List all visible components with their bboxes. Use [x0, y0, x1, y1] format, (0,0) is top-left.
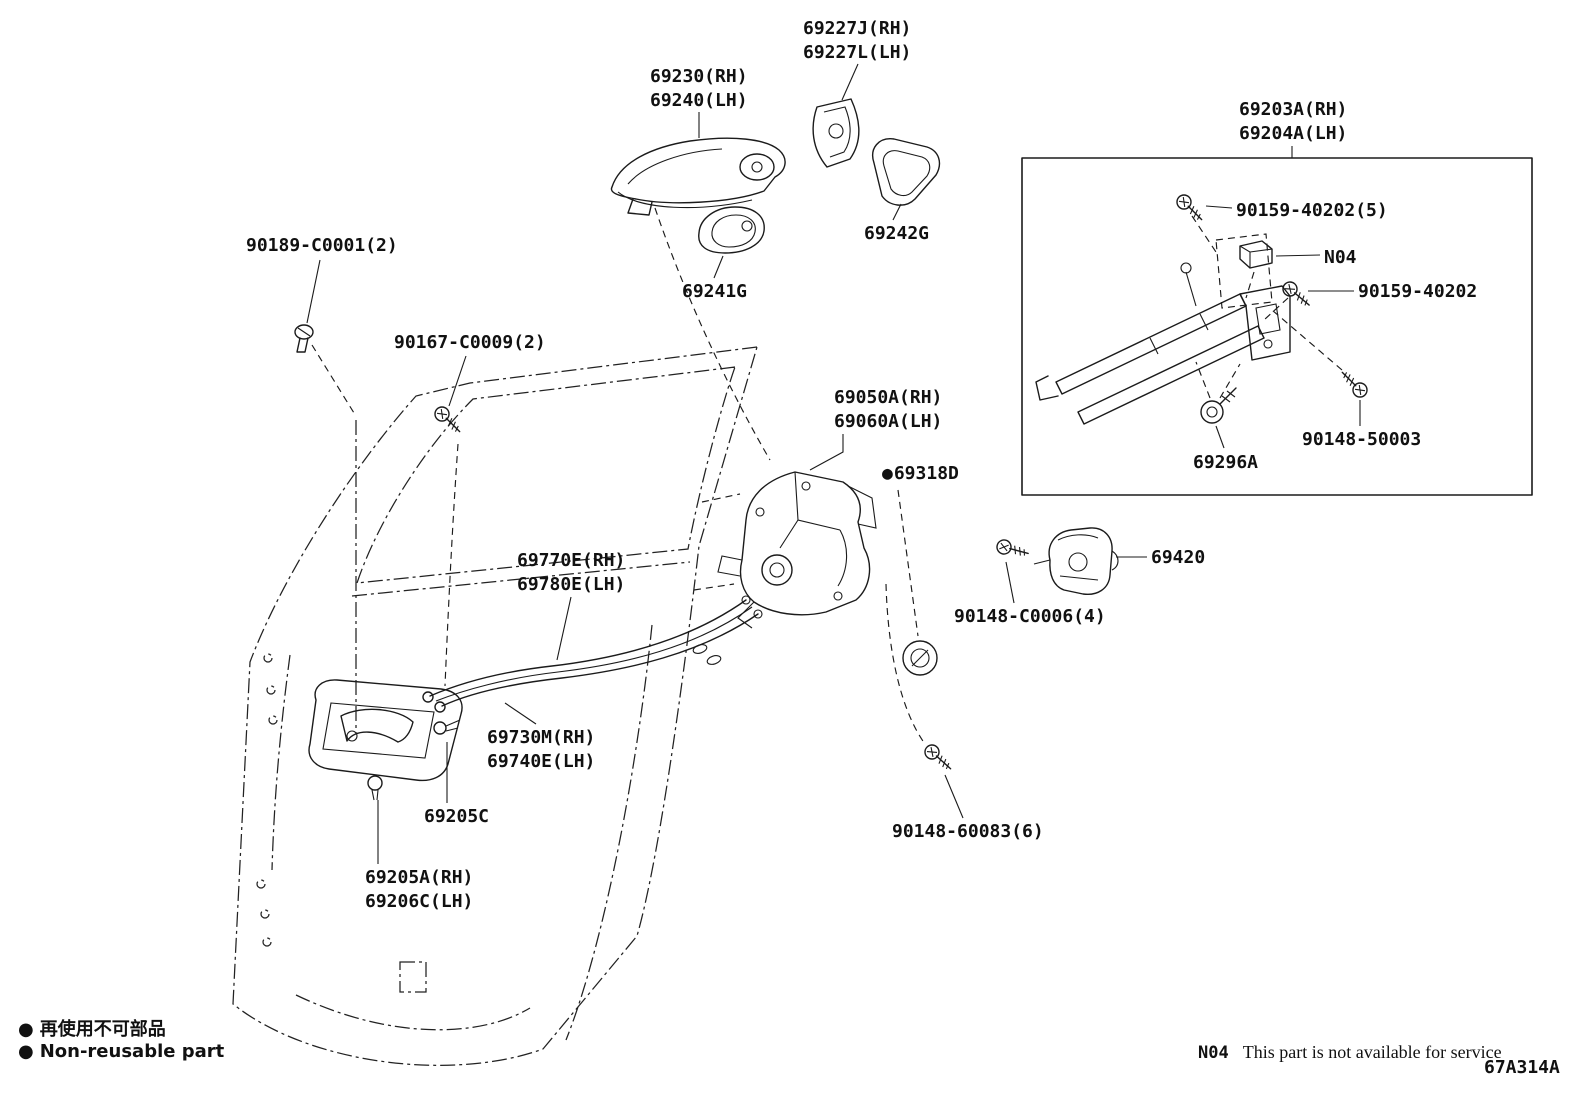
- part-label-69060a: 69060A(LH): [834, 411, 943, 432]
- part-label-69206c: 69206C(LH): [365, 891, 474, 912]
- part-label-90189-c0001: 90189-C0001(2): [246, 235, 398, 256]
- door-check-69420-art: [994, 528, 1118, 594]
- screw-60083-art: [886, 584, 956, 775]
- part-label-90167-c0009: 90167-C0009(2): [394, 332, 546, 353]
- figure-code: 67A314A: [1484, 1057, 1560, 1078]
- handle-cover-69241-art: [699, 207, 764, 253]
- handle-gasket-69242-art: [873, 139, 940, 205]
- part-label-69204a: 69204A(LH): [1239, 123, 1348, 144]
- part-label-69240: 69240(LH): [650, 90, 748, 111]
- service-note-code: N04: [1198, 1043, 1229, 1063]
- part-label-69318d-text: 69318D: [893, 463, 959, 484]
- door-outline-art: [233, 208, 770, 1065]
- part-label-69203a: 69203A(RH): [1239, 99, 1348, 120]
- clip-90189-art: [295, 325, 356, 734]
- legend-row-en: ●Non-reusable part: [18, 1041, 224, 1062]
- lock-cables-art: [423, 596, 762, 712]
- part-label-69318d: ●69318D: [882, 462, 959, 486]
- part-label-90159-40202-5: 90159-40202(5): [1236, 200, 1388, 221]
- part-label-69050a: 69050A(RH): [834, 387, 943, 408]
- part-label-90159-40202: 90159-40202: [1358, 281, 1478, 302]
- bolt-69296-art: [1196, 362, 1240, 423]
- part-label-69241g: 69241G: [682, 281, 748, 302]
- leader-lines: [307, 64, 1360, 864]
- part-label-69227j: 69227J(RH): [803, 18, 912, 39]
- part-label-90148-50003: 90148-50003: [1302, 429, 1422, 450]
- part-label-90148-60083: 90148-60083(6): [892, 821, 1044, 842]
- non-reusable-bullet-icon: ●: [882, 463, 893, 484]
- inside-handle-art: [309, 680, 462, 800]
- part-label-69770e: 69770E(RH): [517, 550, 626, 571]
- part-label-n04: N04: [1324, 247, 1357, 268]
- door-lock-69050-art: [718, 472, 876, 628]
- part-label-69296a: 69296A: [1193, 452, 1259, 473]
- handle-pad-69227-art: [813, 99, 859, 167]
- part-label-69730m: 69730M(RH): [487, 727, 596, 748]
- part-label-69420: 69420: [1151, 547, 1206, 568]
- legend-text-en: Non-reusable part: [39, 1041, 225, 1062]
- outside-handle-art: [611, 138, 785, 215]
- part-label-69230: 69230(RH): [650, 66, 748, 87]
- legend-row-jp: ●再使用不可部品: [18, 1015, 166, 1041]
- legend-bullet-icon: ●: [18, 1019, 34, 1040]
- part-label-69740e: 69740E(LH): [487, 751, 596, 772]
- legend-bullet-icon: ●: [18, 1041, 34, 1062]
- service-note: N04 This part is not available for servic…: [1198, 1042, 1502, 1063]
- grommet-69318-art: [898, 490, 937, 675]
- service-note-text: This part is not available for service: [1242, 1042, 1502, 1062]
- screw-90167-art: [431, 403, 466, 686]
- part-label-69242g: 69242G: [864, 223, 930, 244]
- part-label-69205a: 69205A(RH): [365, 867, 474, 888]
- part-label-90148-c0006: 90148-C0006(4): [954, 606, 1106, 627]
- part-label-69780e: 69780E(LH): [517, 574, 626, 595]
- part-label-69205c: 69205C: [424, 806, 490, 827]
- legend-text-jp: 再使用不可部品: [39, 1019, 166, 1040]
- frame-assembly-box: [1022, 158, 1532, 495]
- part-label-69227l: 69227L(LH): [803, 42, 912, 63]
